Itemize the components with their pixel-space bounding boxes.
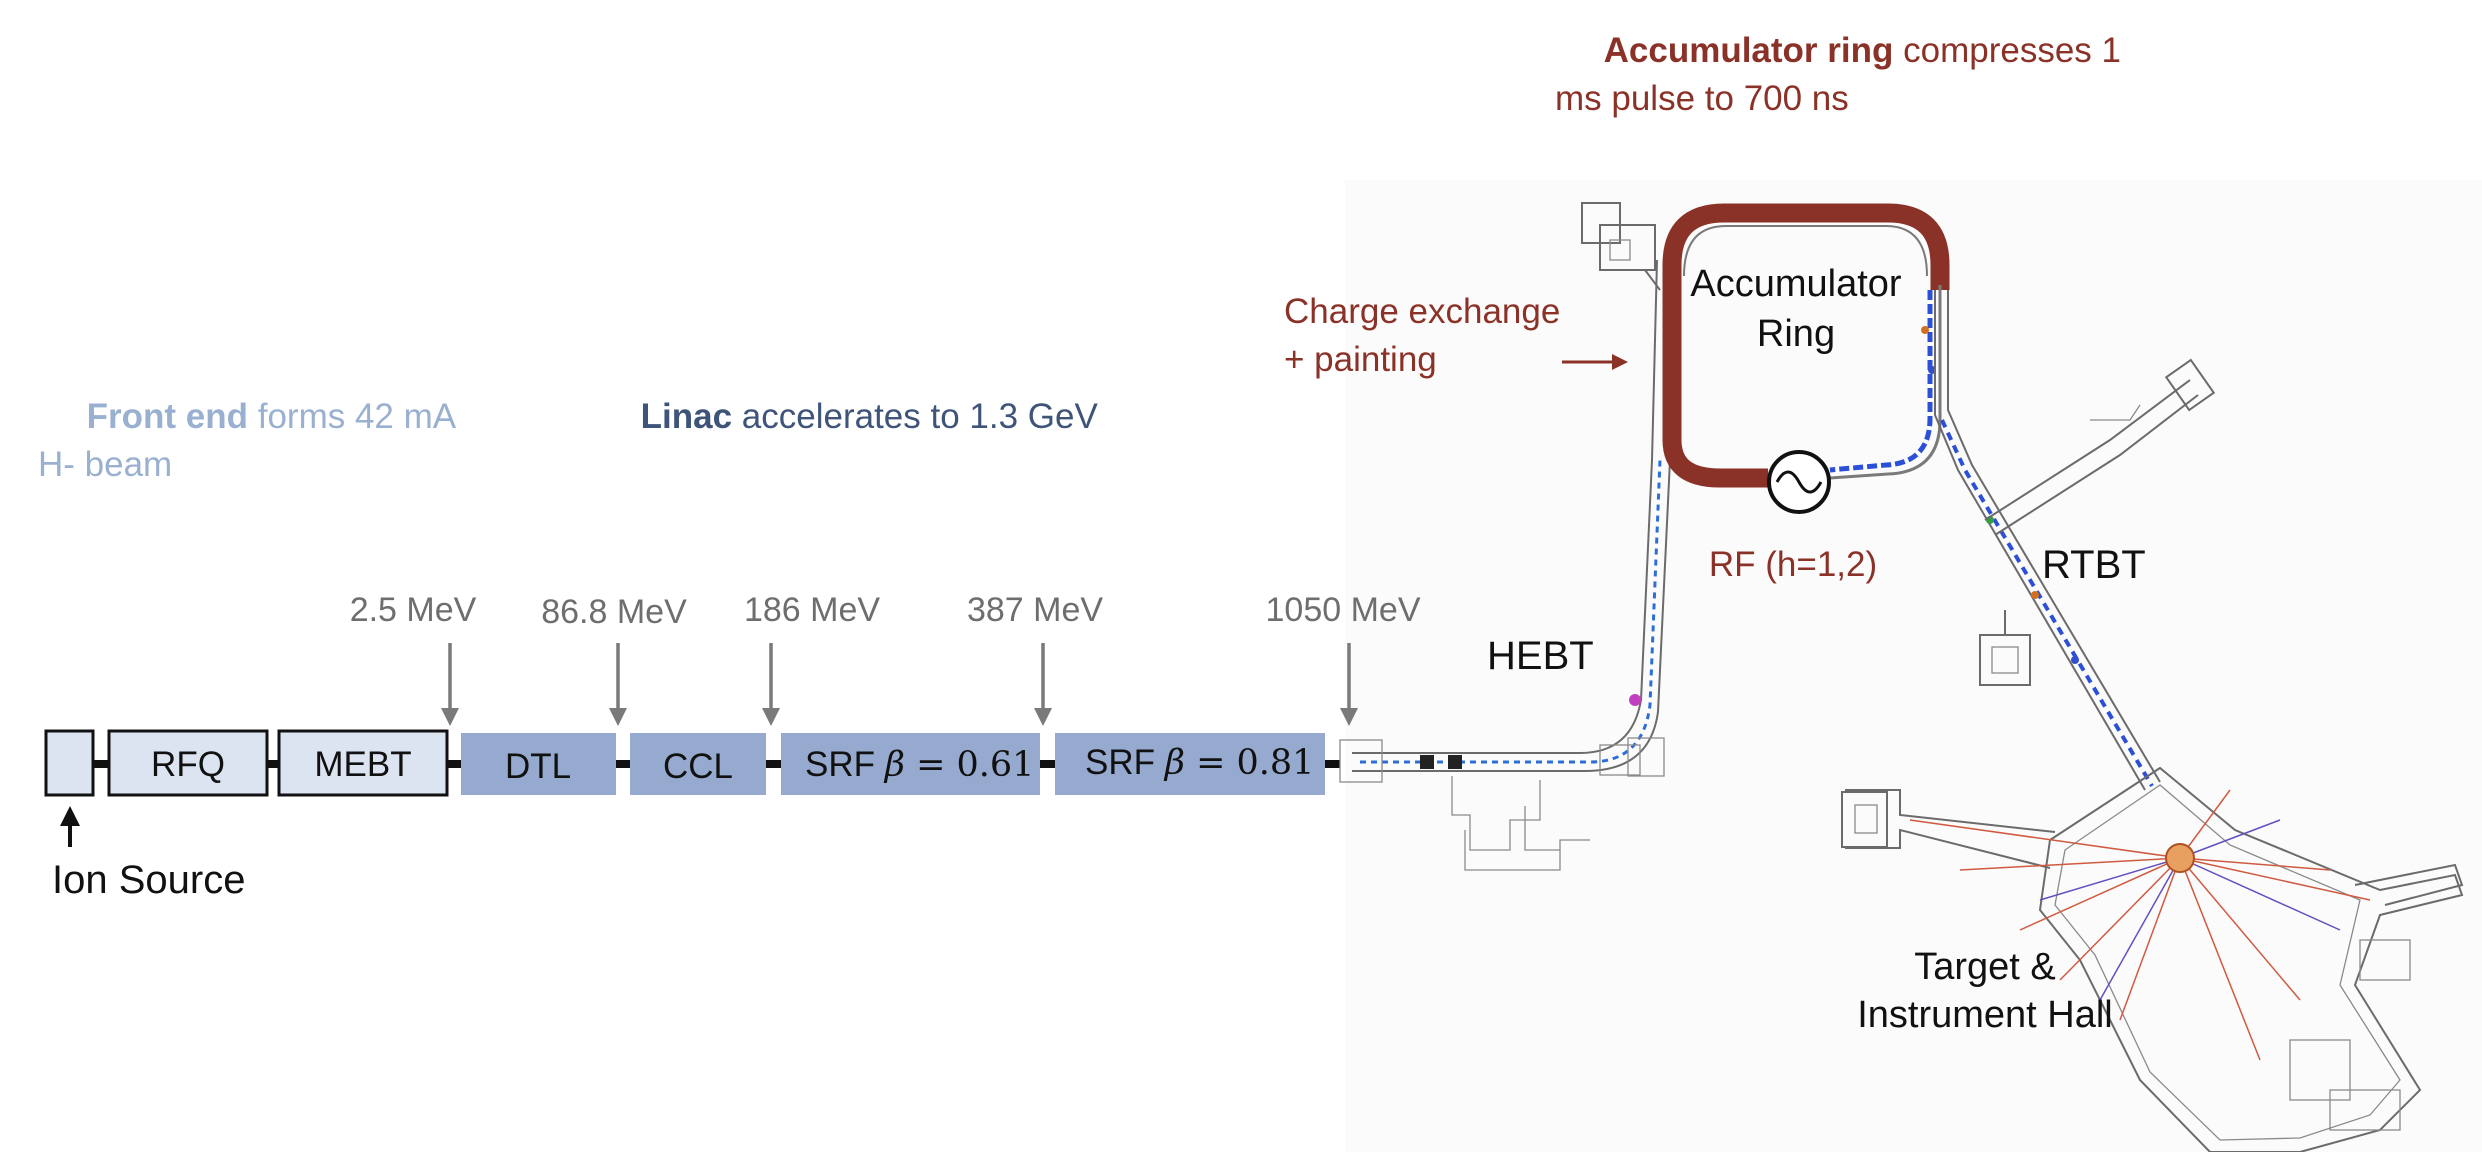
energy-label-2-5: 2.5 MeV: [350, 591, 477, 629]
ccl-module: [630, 733, 766, 795]
target-center: [2165, 843, 2195, 873]
ring-label-line1: Accumulator: [1690, 263, 1902, 305]
rfq-label: RFQ: [151, 745, 225, 784]
dtl-label: DTL: [505, 747, 571, 786]
energy-label-86-8: 86.8 MeV: [541, 593, 687, 631]
rtbt-beamline: [1934, 290, 2216, 791]
target-label-line1: Target &: [1914, 946, 2056, 988]
ring-service-building: [1581, 202, 1661, 291]
mebt-module: [277, 729, 449, 797]
front-end-annotation-line2: H- beam: [38, 445, 172, 484]
target-label-line2: Instrument Hall: [1857, 994, 2113, 1036]
charge-exchange-line1: Charge exchange: [1284, 292, 1560, 331]
ring-annotation-line2: ms pulse to 700 ns: [1555, 79, 1849, 118]
ion-source-label: Ion Source: [52, 858, 245, 902]
rf-label: RF (h=1,2): [1709, 545, 1877, 584]
hebt-label: HEBT: [1487, 634, 1594, 678]
ring-annotation: Accumulator ring compresses 1: [1555, 31, 2150, 70]
rtbt-label: RTBT: [2042, 543, 2146, 587]
accumulator-ring: [1662, 203, 1950, 488]
linac-annotation: Linac accelerates to 1.3 GeV: [592, 397, 1127, 436]
energy-arrows: [441, 643, 1358, 726]
front-end-rest: forms 42 mA: [248, 397, 457, 436]
srf-061-label: SRF β = 0.61: [756, 745, 1063, 785]
dtl-module: [461, 733, 616, 795]
srf-081-label: SRF β = 0.81: [1036, 743, 1343, 783]
linac-bold: Linac: [641, 397, 732, 436]
rf-cavity-icon: [1767, 450, 1831, 514]
front-end-annotation: Front end forms 42 mA: [38, 397, 483, 436]
energy-label-387: 387 MeV: [967, 591, 1103, 629]
charge-exchange-arrow: [1562, 354, 1628, 370]
hebt-beamline: [1339, 259, 1673, 871]
front-end-bold: Front end: [87, 397, 248, 436]
ion-source-arrow: [60, 806, 80, 847]
charge-exchange-line2: + painting: [1284, 340, 1437, 379]
beamline-connectors: [93, 760, 1340, 768]
srf-081-module: [1055, 733, 1325, 795]
ring-bold: Accumulator ring: [1604, 31, 1894, 70]
energy-label-186: 186 MeV: [744, 591, 880, 629]
ring-label-line2: Ring: [1757, 313, 1835, 355]
energy-label-1050: 1050 MeV: [1266, 591, 1421, 629]
mebt-label: MEBT: [314, 745, 411, 784]
target-instrument-hall: [1841, 766, 2464, 1152]
ion-source-box: [44, 729, 95, 797]
ring-rest: compresses 1: [1893, 31, 2121, 70]
srf-061-module: [781, 733, 1040, 795]
ccl-label: CCL: [663, 747, 733, 786]
rfq-module: [107, 729, 269, 797]
linac-rest: accelerates to 1.3 GeV: [732, 397, 1098, 436]
